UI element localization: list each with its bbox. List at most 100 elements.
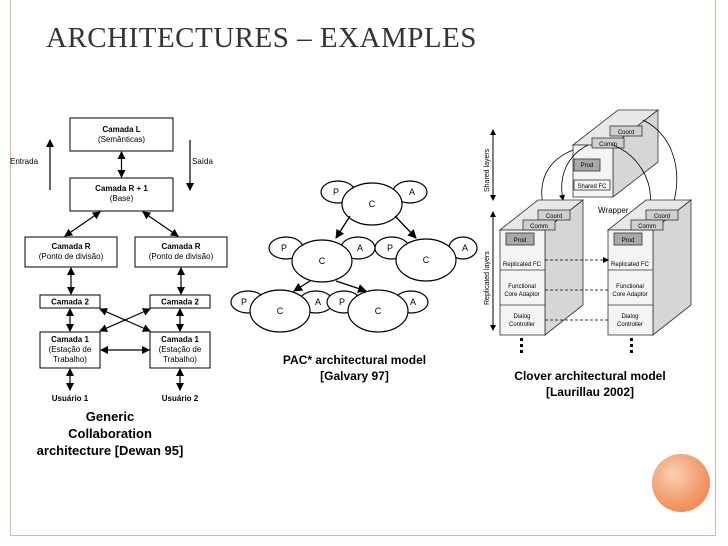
dewan-caption-line3: architecture [Dewan 95] bbox=[36, 443, 184, 458]
camada1-right-box bbox=[149, 331, 211, 369]
camada-r-right-box bbox=[134, 236, 228, 268]
shared-coord-label: Coord bbox=[618, 130, 634, 136]
pac-ml-c-label: C bbox=[319, 256, 326, 266]
camada-r1-label: Camada R + 1 bbox=[95, 184, 148, 193]
cross-arrow-b bbox=[99, 308, 151, 332]
camada-l-label: Camada L bbox=[102, 125, 140, 134]
camada1-right-sub1: (Estação de bbox=[159, 345, 202, 354]
pac-bl-c-label: C bbox=[277, 306, 284, 316]
pac-ml-c bbox=[291, 239, 353, 283]
left-coord-label: Coord bbox=[546, 214, 562, 220]
pac-arrow-top-left bbox=[335, 215, 351, 239]
right-dc-line2: Controller bbox=[617, 322, 643, 328]
pac-bl-c bbox=[249, 289, 311, 333]
pac-top-a-label: A bbox=[409, 187, 415, 197]
curve-3 bbox=[559, 144, 589, 201]
left-fca-line2: Core Adaptor bbox=[504, 292, 539, 298]
pac-arrow-left-bl bbox=[293, 280, 311, 292]
shared-prod-label: Prod bbox=[581, 163, 594, 169]
camada-l-box bbox=[69, 117, 174, 152]
dewan-caption-line1: Generic bbox=[85, 409, 135, 424]
slide-title: ARCHITECTURES – EXAMPLES bbox=[46, 22, 477, 54]
replicated-layers-label: Replicated layers bbox=[484, 251, 491, 305]
shared-fc-label: Shared FC bbox=[577, 184, 607, 190]
curve-1 bbox=[539, 149, 574, 206]
saida-label: Saída bbox=[192, 157, 213, 166]
pac-mr-p-label: P bbox=[387, 243, 393, 253]
dewan-caption: Generic Collaboration architecture [Dewa… bbox=[25, 408, 195, 459]
dewan-caption-line2: Collaboration bbox=[68, 426, 152, 441]
pac-caption: PAC* architectural model [Galvary 97] bbox=[262, 352, 447, 384]
ellipsis-dots bbox=[520, 338, 633, 353]
camada2-left-label: Camada 2 bbox=[51, 298, 89, 307]
camada1-left-label: Camada 1 bbox=[51, 335, 89, 344]
pac-br-p-label: P bbox=[339, 297, 345, 307]
left-comm-label: Comm bbox=[530, 224, 548, 230]
slide-frame bbox=[10, 0, 716, 536]
right-fca-line2: Core Adaptor bbox=[612, 292, 647, 298]
clover-caption-line1: Clover architectural model bbox=[514, 369, 666, 383]
camada1-left-box bbox=[39, 331, 101, 369]
camada-r-right-sub: (Ponto de divisão) bbox=[149, 252, 214, 261]
right-dc-line1: Dialog bbox=[621, 314, 638, 320]
left-prod-label: Prod bbox=[514, 238, 527, 244]
camada1-right-label: Camada 1 bbox=[161, 335, 199, 344]
curve-4 bbox=[642, 119, 678, 206]
usuario2-label: Usuário 2 bbox=[162, 394, 199, 403]
right-coord-label: Coord bbox=[654, 214, 670, 220]
camada1-right-sub2: Trabalho) bbox=[163, 355, 197, 364]
camada-r-left-label: Camada R bbox=[51, 242, 90, 251]
clover-diagram: Shared layers Replicated layers Coord Co… bbox=[484, 109, 693, 353]
pac-top-c-label: C bbox=[369, 199, 376, 209]
shared-layers-label: Shared layers bbox=[484, 148, 491, 192]
r1-right-arrow bbox=[142, 211, 179, 237]
left-fca-line1: Functional bbox=[508, 284, 536, 290]
pac-mr-c-label: C bbox=[423, 255, 430, 265]
wrapper-label: Wrapper bbox=[598, 206, 629, 215]
left-dc-line2: Controller bbox=[509, 322, 535, 328]
camada-r-left-box bbox=[24, 236, 118, 268]
pac-caption-line1: PAC* architectural model bbox=[282, 353, 427, 367]
pac-arrow-left-br bbox=[335, 280, 367, 293]
shared-comm-label: Comm bbox=[599, 142, 617, 148]
pac-bl-p-label: P bbox=[241, 297, 247, 307]
left-replicated-fc-label: Replicated FC bbox=[503, 262, 542, 268]
right-comm-label: Comm bbox=[638, 224, 656, 230]
camada-r-left-sub: (Ponto de divisão) bbox=[39, 252, 104, 261]
usuario1-label: Usuário 1 bbox=[52, 394, 89, 403]
pac-mr-c bbox=[395, 238, 457, 282]
pac-ml-p-label: P bbox=[281, 243, 287, 253]
r1-left-arrow bbox=[64, 211, 101, 237]
pac-caption-line2: [Galvary 97] bbox=[320, 369, 389, 383]
pac-top-c bbox=[341, 182, 403, 226]
pac-top-p-label: P bbox=[333, 187, 339, 197]
pac-br-c-label: C bbox=[375, 306, 382, 316]
entrada-label: Entrada bbox=[10, 157, 39, 166]
dewan-diagram: Entrada Saída Camada L (Semânticas) Cama… bbox=[10, 117, 228, 403]
camada1-left-sub1: (Estação de bbox=[49, 345, 92, 354]
camada-r1-sub: (Base) bbox=[110, 194, 134, 203]
camada2-right-label: Camada 2 bbox=[161, 298, 199, 307]
right-replicated-stack bbox=[606, 199, 693, 336]
decorative-orb bbox=[652, 454, 710, 512]
camada-r-right-label: Camada R bbox=[161, 242, 200, 251]
pac-ml-a-label: A bbox=[357, 243, 363, 253]
pac-arrow-top-right bbox=[394, 215, 417, 239]
camada1-left-sub2: Trabalho) bbox=[53, 355, 87, 364]
pac-br-a-label: A bbox=[410, 297, 416, 307]
right-fca-line1: Functional bbox=[616, 284, 644, 290]
shared-fc-block bbox=[571, 109, 660, 198]
pac-br-c bbox=[347, 289, 409, 333]
pac-diagram: P A C P A C P A C P A C P A C bbox=[230, 180, 478, 333]
camada-r1-box bbox=[69, 177, 174, 212]
curve-2 bbox=[612, 144, 654, 206]
pac-bl-a-label: A bbox=[315, 297, 321, 307]
camada-l-sub: (Semânticas) bbox=[98, 135, 145, 144]
pac-mr-a-label: A bbox=[462, 243, 468, 253]
right-replicated-fc-label: Replicated FC bbox=[611, 262, 650, 268]
right-prod-label: Prod bbox=[622, 238, 635, 244]
clover-caption: Clover architectural model [Laurillau 20… bbox=[490, 368, 690, 400]
left-replicated-stack bbox=[498, 199, 585, 336]
left-dc-line1: Dialog bbox=[513, 314, 530, 320]
clover-caption-line2: [Laurillau 2002] bbox=[545, 385, 635, 399]
